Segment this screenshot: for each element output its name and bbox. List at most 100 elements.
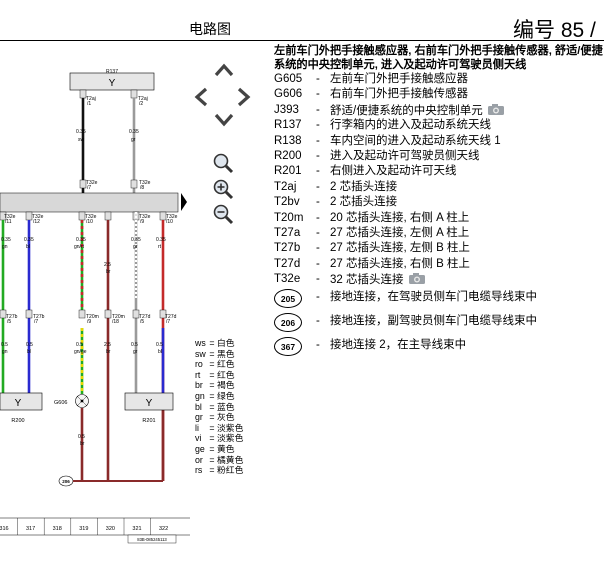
pin-label: T32e [4,214,16,220]
connector-t32e-8 [130,179,138,189]
pin-label: T2aj [86,96,96,102]
wire-size-label: 0.5 [131,342,138,348]
wire-color-label: gn [2,349,8,355]
color-name: 淡紫色 [217,422,244,433]
pan-left-button[interactable] [193,86,209,108]
wire-color-label: gn/ge [74,349,87,355]
wire-size-label: 0.5 [76,342,83,348]
wire-color-label: gn/rt [74,244,85,250]
component-r201-label: R201 [142,418,155,424]
component-r200-box [0,392,43,411]
legend-desc: 2 芯插头连接 [330,180,398,193]
legend-desc: 32 芯插头连接 [330,272,426,288]
wire-size-label: 0.5 [1,342,8,348]
color-code: or [195,454,203,465]
pan-up-button[interactable] [213,62,235,78]
color-equals: = [209,401,215,412]
color-equals: = [209,454,215,465]
pin-label: T20m [112,314,125,320]
legend-desc: 进入及起动许可驾驶员侧天线 [330,150,480,162]
legend-dash: - [316,103,320,116]
color-code: ge [195,444,205,454]
pin-label: T20m [86,314,99,320]
camera-icon[interactable] [408,272,426,285]
color-code-row: br=褐色 [195,380,235,390]
component-r200-symbol: Y [15,398,22,409]
column-number: 316 [0,526,9,532]
pin-label: T32e [139,214,151,220]
zoom-fit-button[interactable] [212,152,234,174]
color-name: 蓝色 [217,401,235,412]
color-code: gr [195,412,203,423]
color-code: rt [195,369,201,380]
color-name: 红色 [217,369,235,380]
component-r137-label: R137 [106,69,118,75]
legend-code: R137 [274,119,302,132]
pin-label: /10 [86,219,93,225]
chevron-down-icon [214,113,234,127]
legend-code: G605 [274,73,303,85]
pin-label: T32e [139,180,151,186]
wire-size-label: 2.5 [104,262,111,268]
color-equals: = [209,444,215,454]
color-code: rs [195,465,203,476]
ref-code: 83B-085245113 [137,537,167,542]
ground-badge: 205 [274,289,302,308]
wire-size-label: 0.35 [156,237,166,243]
chevron-left-icon [194,87,208,107]
legend-heading: 左前车门外把手接触感应器, 右前车门外把手接触传感器, 舒适/便捷系统的中央控制… [274,45,603,71]
legend-dash: - [316,196,320,209]
wire-size-label: 0.35 [24,237,34,243]
column-number: 317 [26,526,35,532]
pin-label: T32e [85,214,97,220]
chevron-right-icon [237,87,251,107]
color-code: ws [195,338,206,348]
legend-dash: - [316,315,320,327]
ground-badge: 367 [274,337,302,356]
legend-dash: - [316,291,320,303]
zoom-in-button[interactable] [212,178,234,200]
column-number: 322 [159,526,168,532]
color-equals: = [209,338,215,348]
pin-label: T27b [33,314,45,320]
legend-dash: - [316,257,320,270]
wire-color-label: rt [158,244,162,250]
pan-right-button[interactable] [236,86,252,108]
zoom-out-button[interactable] [212,203,234,225]
sensor-g606-tick-2 [76,395,88,407]
color-code-row: rs=粉红色 [195,465,243,475]
connector-lower [104,309,112,319]
legend-desc: 20 芯插头连接, 右侧 A 柱上 [330,211,470,224]
connector-t32e [104,211,112,221]
legend-dash: - [316,180,320,193]
pin-label: T27d [139,314,151,320]
connector-t32e-7 [79,179,87,189]
wire-color-label: sw [78,137,85,143]
wire-color-label: br [106,349,111,355]
wire-size-label: 0.5 [156,342,163,348]
color-code: ro [195,359,203,370]
color-name: 灰色 [217,412,235,423]
component-r137-box [69,72,155,91]
pin-label: T27b [6,314,18,320]
pan-down-button[interactable] [213,112,235,128]
color-equals: = [209,348,215,359]
legend-code: T2aj [274,180,297,193]
color-equals: = [209,380,215,391]
pin-label: /5 [140,319,144,325]
pin-label: /7 [34,319,38,325]
magnifier-icon [213,153,234,174]
legend-code: T27d [274,257,301,270]
pin-label: T32e [32,214,44,220]
sensor-g606-label: G606 [54,400,67,406]
ground-badge: 206 [274,313,302,332]
color-code-row: vi=淡紫色 [195,433,243,443]
color-code-row: gr=灰色 [195,412,235,422]
color-equals: = [209,465,215,476]
camera-icon[interactable] [487,103,505,116]
color-name: 绿色 [217,391,235,401]
legend-code: T20m [274,211,304,224]
color-code: vi [195,433,202,444]
legend-code: T27b [274,242,301,255]
